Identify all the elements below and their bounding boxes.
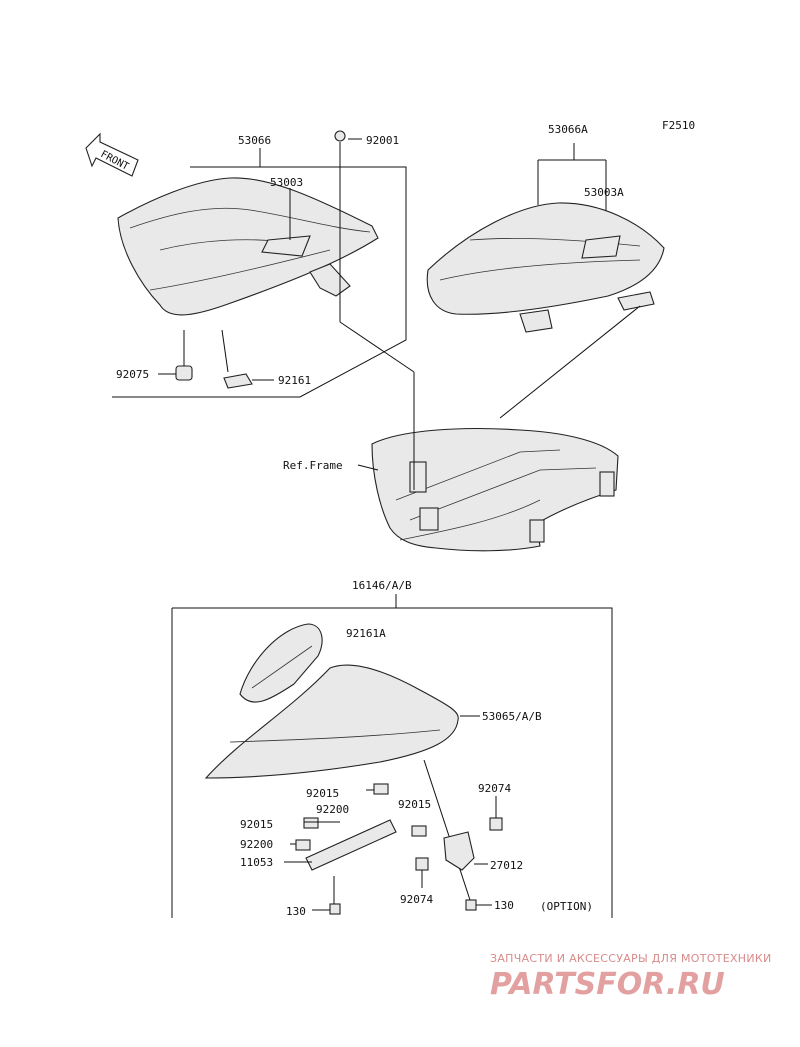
watermark-logo: PARTSFOR.RU	[490, 967, 725, 1002]
damper-92161-icon	[223, 373, 253, 389]
nut-92074-a-icon	[489, 817, 503, 831]
latch-27012	[443, 831, 475, 871]
label-92015-c: 92015	[240, 818, 273, 831]
label-92001: 92001	[366, 134, 399, 147]
label-92015-a: 92015	[306, 787, 339, 800]
seat-pad-53003	[261, 235, 311, 257]
seat-pad-53003A	[581, 235, 621, 259]
pad-92161A	[239, 623, 323, 703]
figure-code: F2510	[662, 119, 695, 132]
label-ref-frame: Ref.Frame	[283, 459, 343, 472]
label-16146: 16146/A/B	[352, 579, 412, 592]
label-130-a: 130	[286, 905, 306, 918]
label-92200-a: 92200	[316, 803, 349, 816]
label-92200-b: 92200	[240, 838, 273, 851]
seat-cover-53065	[204, 664, 459, 779]
clip-92015-b-icon	[411, 825, 427, 837]
clip-92200-b-icon	[295, 839, 311, 851]
bolt-92001-icon	[334, 130, 346, 142]
label-130-b: 130	[494, 899, 514, 912]
label-92074-a: 92074	[478, 782, 511, 795]
clip-92015-a-icon	[373, 783, 389, 795]
label-92161A: 92161A	[346, 627, 386, 640]
clip-92200-a-icon	[303, 817, 319, 829]
nut-92074-b-icon	[415, 857, 429, 871]
bolt-130-a-icon	[329, 903, 341, 915]
label-92074-b: 92074	[400, 893, 433, 906]
bracket-11053	[305, 819, 397, 871]
pillion-seat-53066A	[426, 202, 665, 315]
rider-seat-53066	[117, 177, 379, 316]
label-53066: 53066	[238, 134, 271, 147]
label-27012: 27012	[490, 859, 523, 872]
seat-cover-group	[171, 594, 613, 918]
label-53003: 53003	[270, 176, 303, 189]
label-11053: 11053	[240, 856, 273, 869]
seat-group-right	[426, 143, 665, 419]
label-53065: 53065/A/B	[482, 710, 542, 723]
front-arrow-icon: FRONT	[85, 132, 139, 177]
damper-92075-icon	[175, 365, 193, 381]
seat-group-left	[112, 130, 407, 398]
label-92075: 92075	[116, 368, 149, 381]
frame	[339, 321, 619, 552]
label-53003A: 53003A	[584, 186, 624, 199]
label-92161: 92161	[278, 374, 311, 387]
watermark-tagline: ЗАПЧАСТИ И АКСЕССУАРЫ ДЛЯ МОТОТЕХНИКИ	[490, 952, 772, 965]
label-92015-b: 92015	[398, 798, 431, 811]
label-option: (OPTION)	[540, 900, 593, 913]
bolt-130-b-icon	[465, 899, 477, 911]
label-53066A: 53066A	[548, 123, 588, 136]
front-label: FRONT	[99, 149, 131, 173]
